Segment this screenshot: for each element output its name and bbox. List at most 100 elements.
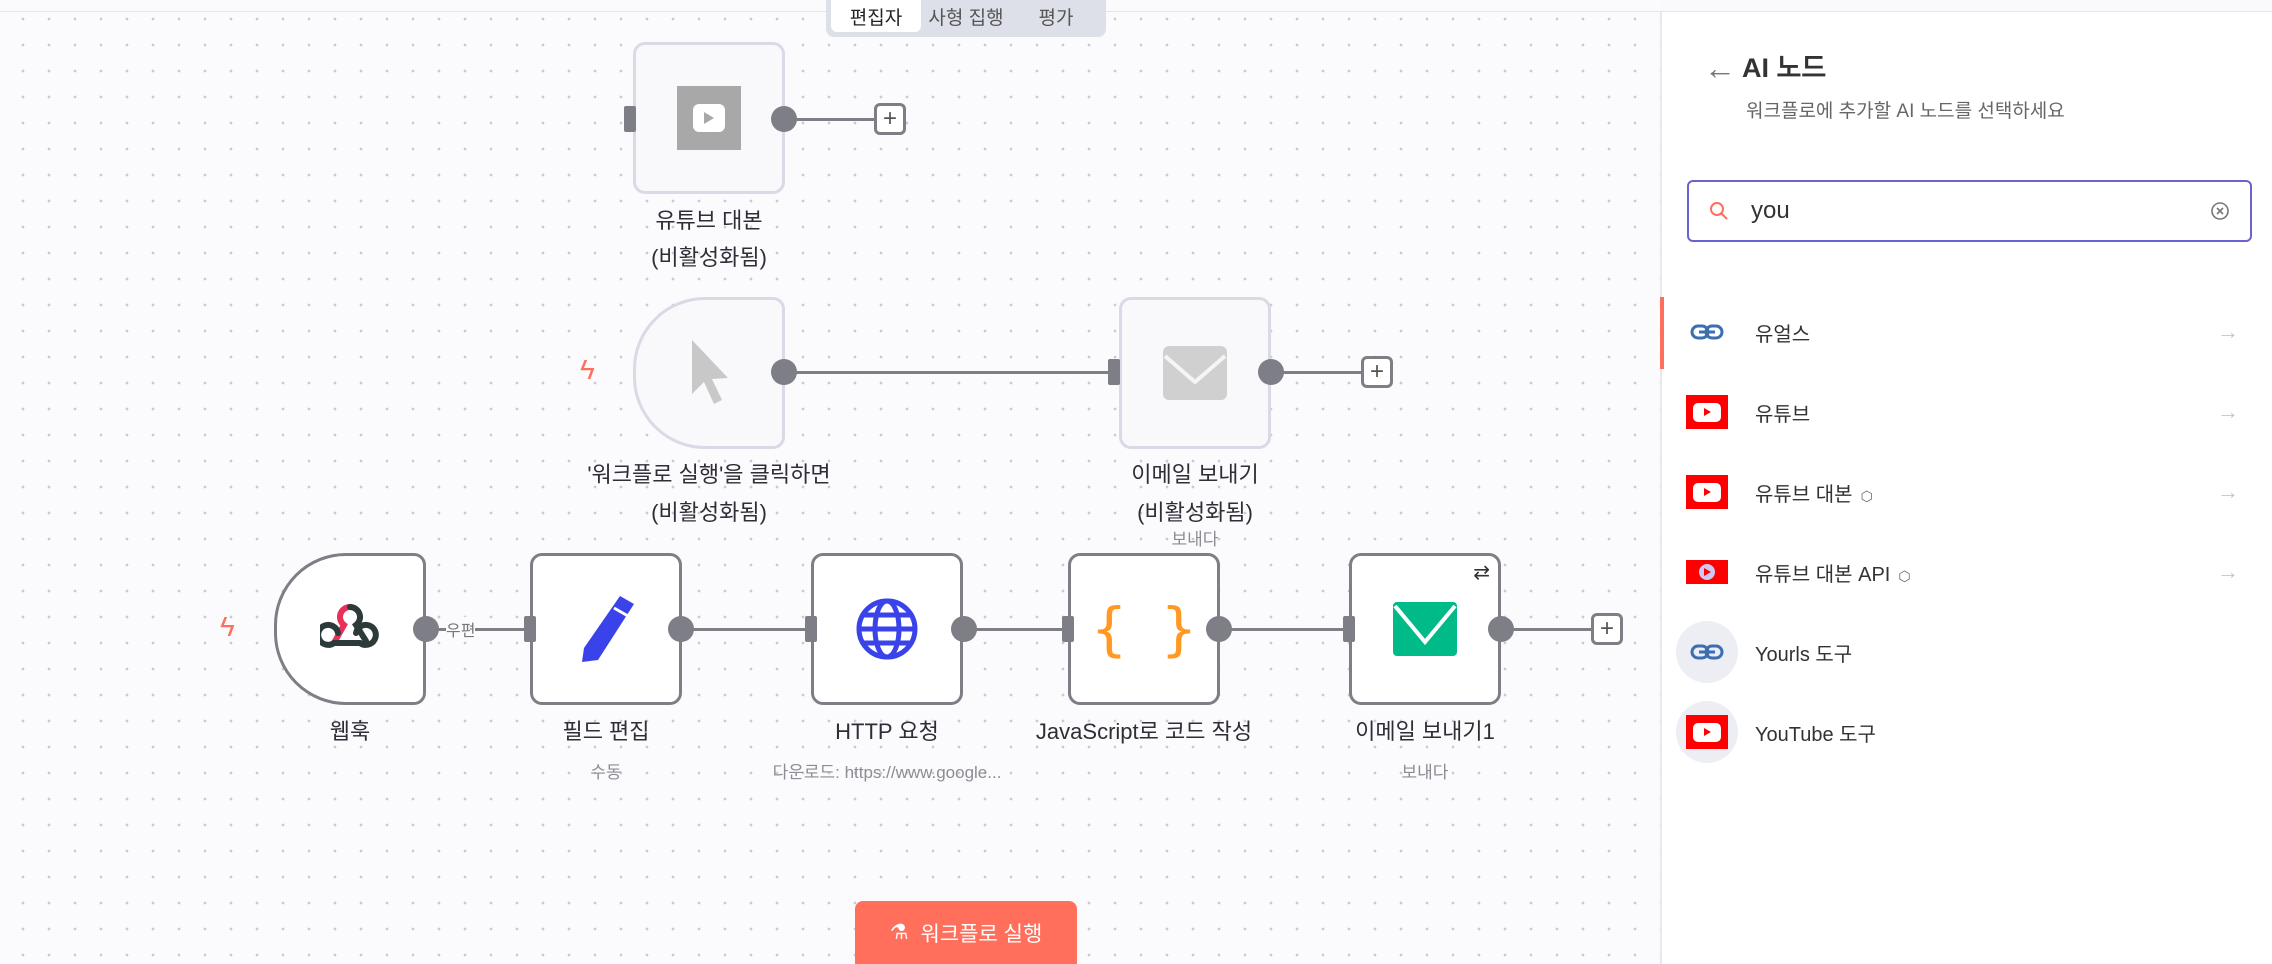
youtube-icon bbox=[677, 86, 741, 150]
node-title: 이메일 보내기1 bbox=[1355, 719, 1495, 744]
input-handle[interactable] bbox=[1108, 359, 1120, 385]
add-node-button[interactable]: + bbox=[874, 103, 906, 135]
node-edit-fields[interactable] bbox=[530, 553, 682, 705]
edge bbox=[1501, 628, 1593, 631]
back-arrow-icon[interactable]: ← bbox=[1704, 50, 1736, 86]
trigger-bolt-icon: ϟ bbox=[220, 611, 235, 642]
output-handle[interactable] bbox=[413, 616, 439, 642]
yourls-link-icon bbox=[1676, 621, 1738, 683]
output-handle[interactable] bbox=[668, 616, 694, 642]
run-workflow-label: 워크플로 실행 bbox=[920, 922, 1043, 946]
node-title: 필드 편집 bbox=[562, 719, 650, 744]
node-title: 웹훅 bbox=[329, 719, 371, 744]
input-handle[interactable] bbox=[1062, 616, 1074, 642]
selected-indicator bbox=[1660, 297, 1664, 369]
tab-editor[interactable]: 편집자 bbox=[831, 0, 921, 32]
node-youtube-transcript[interactable] bbox=[633, 42, 785, 194]
list-item-youtube-transcript-api[interactable]: 유튜브 대본 API⬡ → bbox=[1662, 537, 2272, 607]
item-label: 유튜브 대본 API⬡ bbox=[1755, 563, 1911, 586]
arrow-right-icon: → bbox=[2217, 479, 2239, 504]
add-node-button[interactable]: + bbox=[1591, 613, 1623, 645]
clear-search-icon[interactable] bbox=[2210, 201, 2230, 221]
edge-label: 우편 bbox=[446, 617, 476, 641]
arrow-right-icon: → bbox=[2217, 319, 2239, 344]
list-item-yourls-tool[interactable]: Yourls 도구 bbox=[1662, 617, 2272, 687]
edge bbox=[426, 628, 530, 631]
community-node-icon: ⬡ bbox=[1860, 487, 1873, 504]
node-code[interactable]: { } bbox=[1068, 553, 1220, 705]
node-title: JavaScript로 코드 작성 bbox=[1035, 719, 1253, 744]
list-item-youtube-tool[interactable]: YouTube 도구 bbox=[1662, 697, 2272, 767]
node-title: '워크플로 실행'을 클릭하면 bbox=[587, 462, 831, 487]
node-manual-trigger[interactable] bbox=[633, 297, 785, 449]
header-divider bbox=[0, 11, 2272, 12]
output-handle[interactable] bbox=[951, 616, 977, 642]
list-item-yourls[interactable]: 유얼스 → bbox=[1662, 297, 2272, 367]
retry-icon: ⇄ bbox=[1473, 562, 1490, 584]
tab-executions[interactable]: 사형 집행 bbox=[928, 7, 1004, 29]
node-subtitle: 수동 bbox=[590, 763, 622, 782]
node-title: HTTP 요청 bbox=[835, 719, 939, 744]
node-status: (비활성화됨) bbox=[1137, 500, 1253, 525]
input-handle[interactable] bbox=[624, 106, 636, 132]
view-tabs: 편집자 사형 집행 평가 bbox=[826, 0, 1106, 37]
youtube-icon bbox=[1676, 701, 1738, 763]
email-icon bbox=[1163, 346, 1227, 400]
yourls-link-icon bbox=[1686, 313, 1728, 351]
globe-icon bbox=[856, 598, 918, 660]
cursor-icon bbox=[692, 340, 728, 404]
edge bbox=[964, 628, 1068, 631]
input-handle[interactable] bbox=[805, 616, 817, 642]
search-input[interactable] bbox=[1751, 197, 2210, 225]
flask-icon: ⚗ bbox=[889, 921, 909, 944]
workflow-canvas[interactable] bbox=[0, 0, 1660, 964]
node-title: 이메일 보내기 bbox=[1131, 462, 1259, 487]
item-label: Yourls 도구 bbox=[1755, 643, 1853, 666]
output-handle[interactable] bbox=[1488, 616, 1514, 642]
node-subtitle: 보내다 bbox=[1171, 530, 1219, 549]
node-send-email[interactable] bbox=[1119, 297, 1271, 449]
output-handle[interactable] bbox=[1206, 616, 1232, 642]
node-webhook[interactable] bbox=[274, 553, 426, 705]
list-item-youtube[interactable]: 유튜브 → bbox=[1662, 377, 2272, 447]
item-label: 유튜브 대본⬡ bbox=[1755, 483, 1873, 506]
output-handle[interactable] bbox=[771, 106, 797, 132]
node-title: 유튜브 대본 bbox=[655, 208, 763, 233]
panel-subtitle: 워크플로에 추가할 AI 노드를 선택하세요 bbox=[1746, 101, 2065, 122]
item-label: 유튜브 bbox=[1755, 403, 1811, 426]
output-handle[interactable] bbox=[771, 359, 797, 385]
node-http-request[interactable] bbox=[811, 553, 963, 705]
node-subtitle: 다운로드: https://www.google... bbox=[772, 763, 1002, 782]
edge bbox=[1219, 628, 1349, 631]
input-handle[interactable] bbox=[1343, 616, 1355, 642]
arrow-right-icon: → bbox=[2217, 399, 2239, 424]
node-subtitle: 보내다 bbox=[1401, 763, 1449, 782]
input-handle[interactable] bbox=[524, 616, 536, 642]
community-node-icon: ⬡ bbox=[1898, 567, 1911, 584]
email-icon bbox=[1393, 602, 1457, 656]
search-icon bbox=[1710, 202, 1728, 220]
youtube-icon bbox=[1686, 473, 1728, 511]
output-handle[interactable] bbox=[1258, 359, 1284, 385]
node-send-email1[interactable]: ⇄ bbox=[1349, 553, 1501, 705]
item-label: 유얼스 bbox=[1755, 323, 1811, 346]
node-status: (비활성화됨) bbox=[651, 245, 767, 270]
tab-evaluations[interactable]: 평가 bbox=[1038, 7, 1074, 29]
node-status: (비활성화됨) bbox=[651, 500, 767, 525]
add-node-button[interactable]: + bbox=[1361, 356, 1393, 388]
item-label: YouTube 도구 bbox=[1755, 723, 1876, 746]
youtube-icon bbox=[1686, 393, 1728, 431]
arrow-right-icon: → bbox=[2217, 559, 2239, 584]
edge bbox=[1271, 371, 1379, 374]
list-item-youtube-transcript[interactable]: 유튜브 대본⬡ → bbox=[1662, 457, 2272, 527]
edge bbox=[681, 628, 811, 631]
edge bbox=[784, 118, 892, 121]
pencil-icon bbox=[582, 596, 634, 662]
panel-title: AI 노드 bbox=[1742, 53, 1827, 83]
run-workflow-button[interactable]: ⚗ 워크플로 실행 bbox=[855, 901, 1077, 964]
ai-nodes-panel: ← AI 노드 워크플로에 추가할 AI 노드를 선택하세요 유얼스 → 유튜브… bbox=[1660, 12, 2272, 964]
code-braces-icon: { } bbox=[1091, 595, 1197, 663]
search-field[interactable] bbox=[1687, 180, 2252, 242]
edge bbox=[784, 371, 1114, 374]
youtube-api-icon bbox=[1686, 553, 1728, 591]
